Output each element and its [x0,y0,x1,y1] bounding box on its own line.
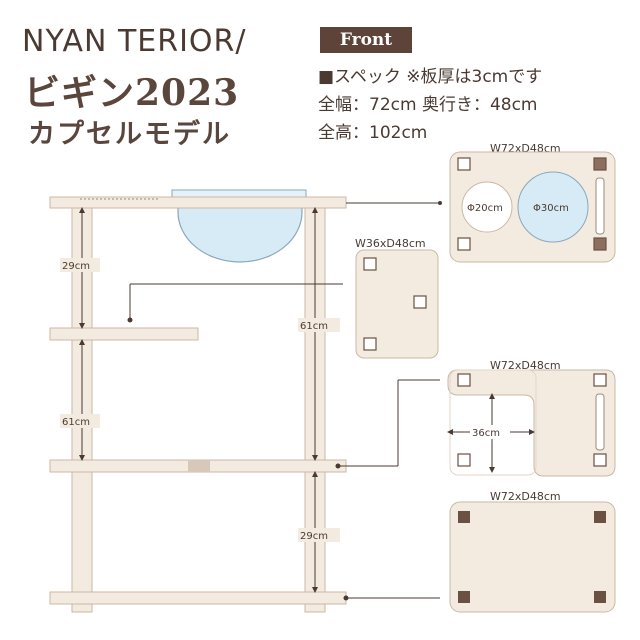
hole-large-label: Φ30cm [533,203,569,214]
mid-shelf [49,327,199,341]
dim-label-right: 61cm [300,321,328,332]
model-title: ビギン2023 [24,72,240,114]
spec-size: 全幅：72cm 奥行き：48cm [318,95,538,115]
lshape-ghost [449,369,537,476]
base-board [49,591,347,605]
foot-pad [594,511,606,523]
foot-right [304,603,326,613]
model-subtitle: カプセルモデル [28,119,231,150]
post-mark [363,257,377,271]
lshape-board [447,369,616,477]
spec-height: 全高：102cm [318,123,428,143]
dim-label-top: 29cm [62,261,90,272]
hole-small [461,181,513,233]
hole-small-label: Φ20cm [467,203,503,214]
lshape-board-size: W72xD48cm [490,359,561,372]
post-mark [593,237,607,251]
top-board-handle [595,177,605,235]
post-mark [457,157,471,171]
logo-text: NYAN TERIOR/ [22,24,247,59]
mid-board-size: W36xD48cm [355,237,426,250]
post-mark [363,337,377,351]
top-shelf [49,196,347,209]
post-mark [457,237,471,251]
dim-label-middle: 61cm [62,417,90,428]
base-board-top [449,501,616,613]
brand-logo: NYAN TERIOR/ [22,18,272,62]
lshape-handle [595,393,605,451]
spec-heading: ■スペック ※板厚は3cmです [318,67,543,87]
post-mark [413,295,427,309]
post-mark [593,373,607,387]
post-mark [593,157,607,171]
foot-pad [458,591,470,603]
hole-large [517,171,589,243]
foot-pad [594,591,606,603]
notch-label: 36cm [472,428,500,439]
capsule-bowl [177,197,303,263]
post-mark [457,453,471,467]
foot-left [71,603,93,613]
foot-pad [458,511,470,523]
dim-label-bottom: 29cm [300,531,328,542]
middle-shelf-joint [188,460,210,472]
post-mark [457,373,471,387]
mid-board [355,249,439,359]
front-badge: Front [320,27,412,53]
base-board-size: W72xD48cm [490,490,561,503]
post-mark [593,453,607,467]
